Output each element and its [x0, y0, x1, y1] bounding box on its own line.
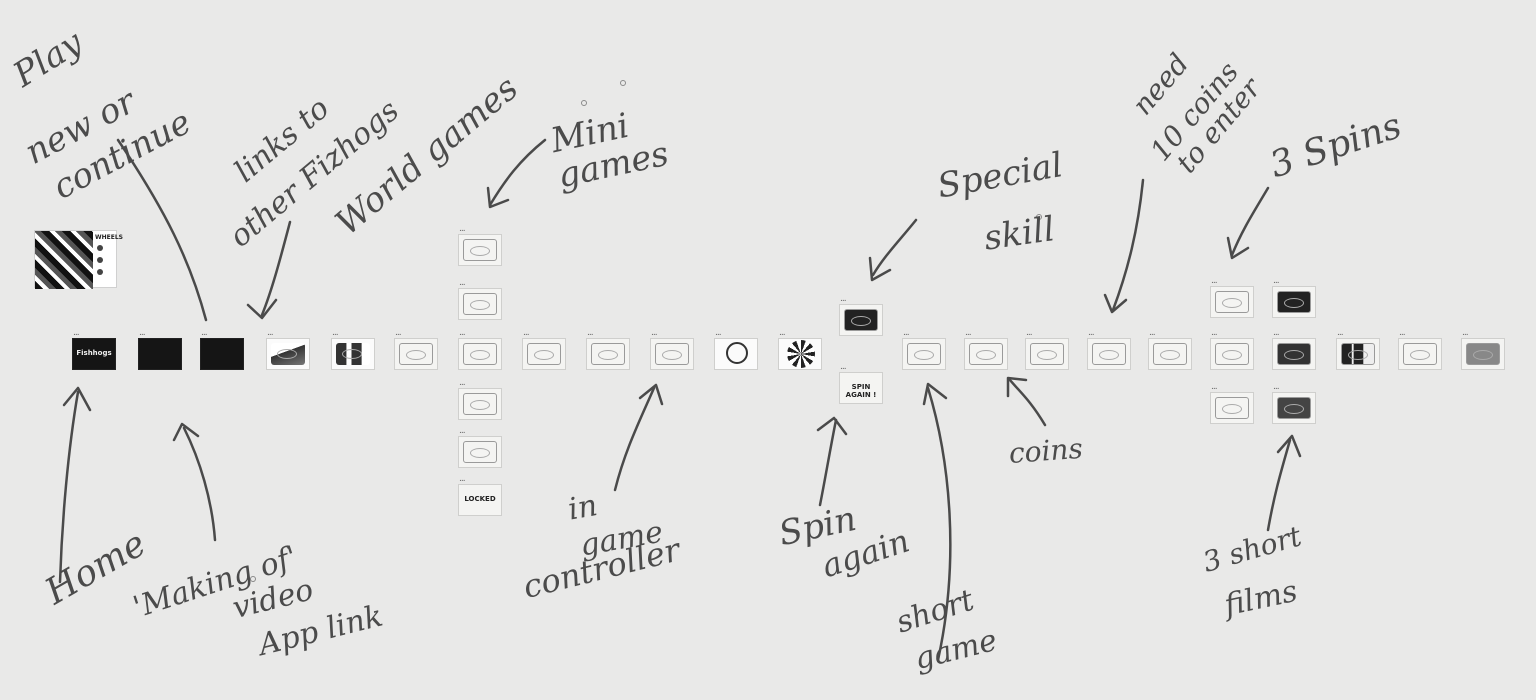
screen-home[interactable]: ... Fishhogs: [72, 328, 116, 374]
screen-films-select[interactable]: ...: [1336, 328, 1380, 374]
spin-again-label: SPIN AGAIN !: [845, 383, 877, 399]
locked-label: LOCKED: [464, 495, 496, 503]
pin: [250, 576, 256, 582]
cover-artwork: [35, 231, 93, 289]
pin: [620, 80, 626, 86]
thumb-dots: ...: [715, 328, 722, 338]
short-film-3[interactable]: ...: [1272, 382, 1316, 428]
thumb-dots: ...: [1399, 328, 1406, 338]
cover-menu-dot: [97, 257, 103, 263]
thumb-dots: ...: [73, 328, 80, 338]
screen-sketch-d[interactable]: ...: [1148, 328, 1192, 374]
home-thumb-text: Fishhogs: [76, 349, 112, 357]
spin-3[interactable]: ...: [1210, 382, 1254, 428]
screen-sketch-b[interactable]: ...: [586, 328, 630, 374]
thumb-dots: ...: [840, 294, 847, 304]
mini-game-1[interactable]: ...: [458, 224, 502, 270]
thumb-dots: ...: [1088, 328, 1095, 338]
note-skill: skill: [981, 209, 1058, 259]
screen-spin-again[interactable]: ... SPIN AGAIN !: [839, 362, 883, 408]
short-film-1[interactable]: ...: [1272, 276, 1316, 322]
thumb-dots: ...: [459, 378, 466, 388]
thumb-dots: ...: [903, 328, 910, 338]
thumb-dots: ...: [332, 328, 339, 338]
pin: [1036, 214, 1042, 220]
screen-wheel-white[interactable]: ...: [714, 328, 758, 374]
screen-special-skill[interactable]: ...: [839, 294, 883, 340]
cover-menu-dot: [97, 245, 103, 251]
screen-coins[interactable]: ...: [1025, 328, 1069, 374]
thumb-dots: ...: [1273, 382, 1280, 392]
screen-short-game[interactable]: ...: [902, 328, 946, 374]
thumb-dots: ...: [459, 426, 466, 436]
screen-game-controller[interactable]: ...: [650, 328, 694, 374]
thumb-dots: ...: [840, 362, 847, 372]
screen-new-or-continue[interactable]: ...: [138, 328, 182, 374]
screen-links-world-games[interactable]: ...: [200, 328, 244, 374]
thumb-dots: ...: [459, 224, 466, 234]
thumb-dots: ...: [1462, 328, 1469, 338]
thumb-dots: ...: [1337, 328, 1344, 338]
screen-intro-2[interactable]: ...: [331, 328, 375, 374]
thumb-dots: ...: [459, 474, 466, 484]
mini-game-3[interactable]: ...: [458, 328, 502, 374]
thumb-dots: ...: [395, 328, 402, 338]
screen-intro-1[interactable]: ...: [266, 328, 310, 374]
thumb-dots: ...: [965, 328, 972, 338]
mini-game-locked[interactable]: ... LOCKED: [458, 474, 502, 520]
thumb-dots: ...: [1273, 276, 1280, 286]
thumb-dots: ...: [1211, 276, 1218, 286]
short-film-2[interactable]: ...: [1272, 328, 1316, 374]
screen-sketch-a[interactable]: ...: [522, 328, 566, 374]
mini-game-4[interactable]: ...: [458, 378, 502, 424]
screen-sketch-map[interactable]: ...: [394, 328, 438, 374]
cover-title: WHEELS: [95, 234, 123, 241]
thumb-dots: ...: [1211, 328, 1218, 338]
mini-game-2[interactable]: ...: [458, 278, 502, 324]
thumb-dots: ...: [779, 328, 786, 338]
screen-wheel-dark[interactable]: ...: [778, 328, 822, 374]
note-in: in: [565, 488, 601, 528]
thumb-dots: ...: [459, 328, 466, 338]
mini-game-5[interactable]: ...: [458, 426, 502, 472]
screen-need-coins[interactable]: ...: [1087, 328, 1131, 374]
cover-menu-dot: [97, 269, 103, 275]
thumb-dots: ...: [459, 278, 466, 288]
thumb-dots: ...: [1211, 382, 1218, 392]
spin-2[interactable]: ...: [1210, 328, 1254, 374]
screen-final[interactable]: ...: [1461, 328, 1505, 374]
pin: [581, 100, 587, 106]
thumb-dots: ...: [201, 328, 208, 338]
thumb-dots: ...: [587, 328, 594, 338]
screen-end-note[interactable]: ...: [1398, 328, 1442, 374]
thumb-dots: ...: [523, 328, 530, 338]
note-coins: coins: [1007, 431, 1084, 470]
thumb-dots: ...: [1026, 328, 1033, 338]
spin-1[interactable]: ...: [1210, 276, 1254, 322]
thumb-dots: ...: [1149, 328, 1156, 338]
thumb-dots: ...: [267, 328, 274, 338]
screen-sketch-c[interactable]: ...: [964, 328, 1008, 374]
app-cover-card[interactable]: WHEELS: [34, 230, 123, 289]
thumb-dots: ...: [651, 328, 658, 338]
thumb-dots: ...: [1273, 328, 1280, 338]
thumb-dots: ...: [139, 328, 146, 338]
